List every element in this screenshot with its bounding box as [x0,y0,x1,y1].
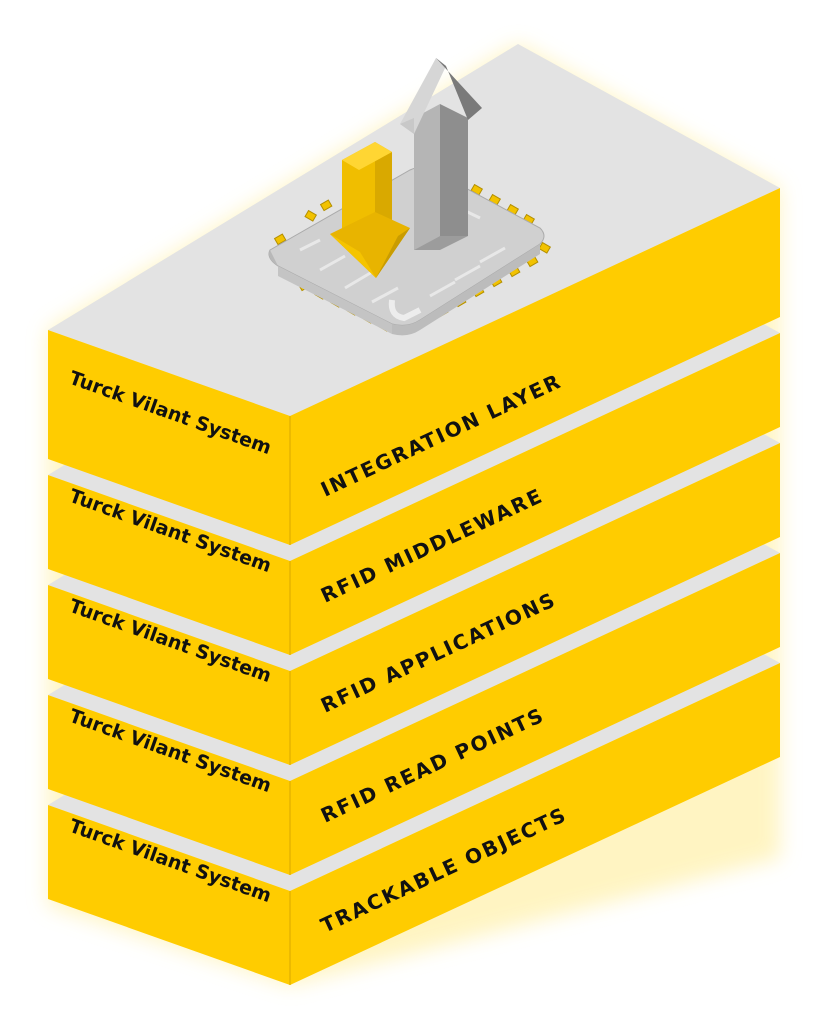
layer-right-face [290,663,780,985]
layer-right-face [290,333,780,655]
yellow-down-arrow-icon [330,142,410,278]
layer-right-face [290,188,780,545]
layer-left-face [48,805,290,985]
microchip-icon [268,167,552,336]
layer-left-face [48,330,290,545]
layer-right-face [290,443,780,765]
layer-right-face [290,553,780,875]
gray-up-arrow-icon [400,58,482,250]
layer-left-face [48,695,290,875]
layer-left-face [48,475,290,655]
layer-left-face [48,585,290,765]
